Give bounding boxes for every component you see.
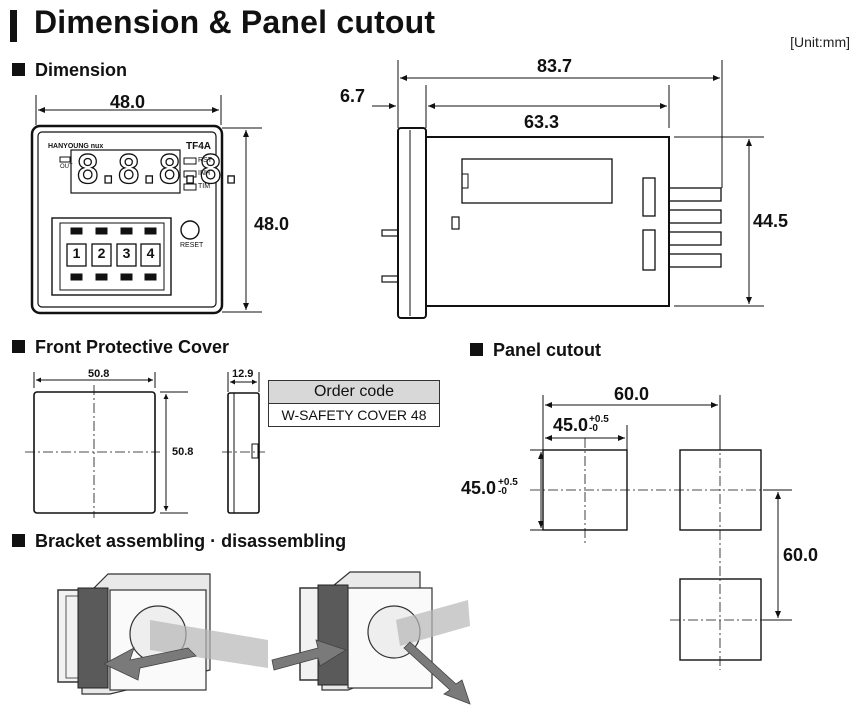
dim-cutout-pitch-y: 60.0	[783, 545, 819, 565]
dim-body-length: 63.3	[524, 112, 560, 132]
bracket-illustration-assemble	[57, 573, 268, 695]
dim-cover-width: 50.8	[88, 368, 110, 380]
bullet-square-icon	[470, 343, 483, 356]
dim-cover-height: 50.8	[172, 446, 194, 458]
dim-hole-width: 45.0+0.5-0	[553, 414, 609, 436]
order-code-table: Order code W-SAFETY COVER 48	[268, 380, 440, 427]
model-label: TF4A	[186, 141, 211, 152]
dim-front-width: 48.0	[110, 92, 146, 112]
indicator-rst: RST	[198, 157, 212, 164]
out-label: OUT	[60, 164, 73, 170]
digit-switch-4: 4	[146, 245, 155, 261]
bracket-illustration-disassemble	[271, 571, 471, 705]
dim-bezel: 6.7	[340, 86, 366, 106]
bullet-square-icon	[12, 534, 25, 547]
brand-logo: HANYOUNG nux	[48, 143, 104, 150]
bullet-square-icon	[12, 63, 25, 76]
dim-cutout-pitch-x: 60.0	[614, 384, 650, 404]
dim-cover-depth: 12.9	[232, 368, 254, 380]
section-dimension: Dimension	[12, 60, 127, 81]
segment-display: 8.8.8.8.	[75, 147, 243, 193]
digit-switch-2: 2	[97, 245, 106, 261]
digit-switch-1: 1	[72, 245, 81, 261]
dim-hole-height: 45.0+0.5-0	[461, 477, 518, 499]
dim-front-height: 48.0	[254, 214, 290, 234]
title-bar	[10, 10, 17, 42]
section-bracket: Bracket assembling · disassembling	[12, 531, 346, 552]
section-cover: Front Protective Cover	[12, 337, 229, 358]
side-view	[372, 60, 764, 319]
cutout-drawing	[530, 395, 792, 670]
section-cutout: Panel cutout	[470, 340, 601, 361]
unit-label: [Unit:mm]	[790, 34, 850, 50]
page-title: Dimension & Panel cutout	[34, 4, 436, 40]
cover-drawing	[25, 372, 265, 518]
order-code-header: Order code	[269, 381, 439, 404]
front-view	[30, 95, 262, 315]
indicator-inh: INH	[198, 170, 211, 177]
bullet-square-icon	[12, 340, 25, 353]
order-code-value: W-SAFETY COVER 48	[281, 407, 427, 423]
dim-side-height: 44.5	[753, 211, 789, 231]
indicator-tim: TIM	[198, 183, 211, 190]
reset-label: RESET	[180, 242, 204, 249]
dim-total-length: 83.7	[537, 56, 573, 76]
digit-switch-3: 3	[122, 245, 131, 261]
